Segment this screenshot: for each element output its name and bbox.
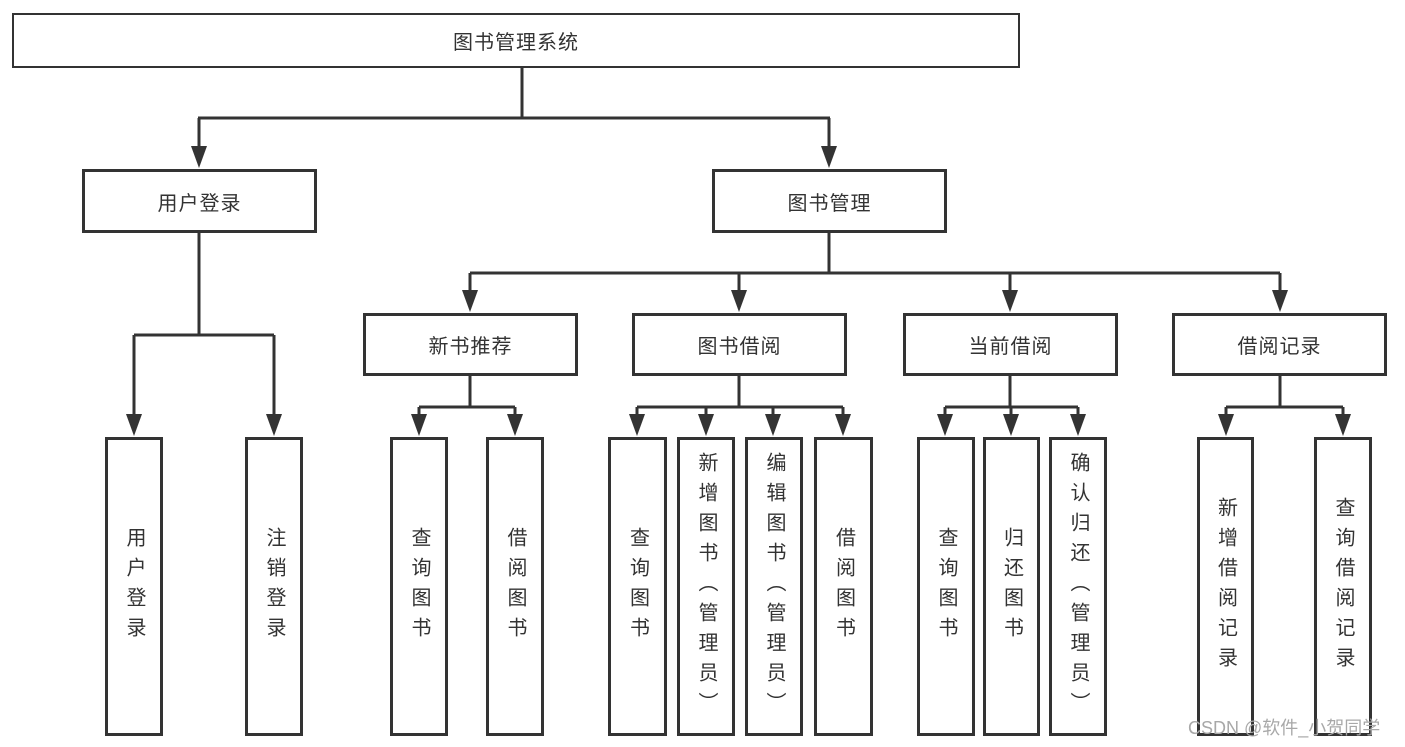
leaf-bb-add-book-admin: 新增图书（管理员） [677,437,735,736]
leaf-user-login: 用户登录 [105,437,163,736]
leaf-bb-edit-book-admin-label: 编辑图书（管理员） [763,451,785,722]
leaf-nb-query-book-label: 查询图书 [408,526,430,647]
leaf-logout: 注销登录 [245,437,303,736]
leaf-logout-label: 注销登录 [263,526,285,647]
leaf-cb-confirm-return-admin-label: 确认归还（管理员） [1067,451,1089,722]
node-library-management-system: 图书管理系统 [12,13,1020,68]
leaf-br-query-borrow-record: 查询借阅记录 [1314,437,1372,736]
leaf-br-add-borrow-record-label: 新增借阅记录 [1214,496,1237,677]
leaf-bb-borrow-book-label: 借阅图书 [832,526,855,647]
leaf-nb-borrow-book: 借阅图书 [486,437,544,736]
leaf-cb-query-book-label: 查询图书 [935,526,957,647]
watermark: CSDN @软件_小贺同学 [1188,718,1381,738]
leaf-cb-confirm-return-admin: 确认归还（管理员） [1049,437,1107,736]
leaf-br-query-borrow-record-label: 查询借阅记录 [1332,496,1354,677]
arrowheads [126,146,1351,436]
node-book-borrow: 图书借阅 [632,313,847,376]
node-current-borrow: 当前借阅 [903,313,1118,376]
leaf-cb-return-book-label: 归还图书 [1000,526,1023,647]
node-new-book-recommend: 新书推荐 [363,313,578,376]
node-book-management: 图书管理 [712,169,947,233]
leaf-bb-borrow-book: 借阅图书 [814,437,873,736]
leaf-nb-query-book: 查询图书 [390,437,448,736]
leaf-bb-query-book: 查询图书 [608,437,667,736]
leaf-cb-query-book: 查询图书 [917,437,975,736]
leaf-nb-borrow-book-label: 借阅图书 [504,526,526,647]
leaf-bb-query-book-label: 查询图书 [626,526,649,647]
leaf-user-login-label: 用户登录 [123,526,145,647]
leaf-bb-add-book-admin-label: 新增图书（管理员） [695,451,717,722]
leaf-bb-edit-book-admin: 编辑图书（管理员） [745,437,803,736]
node-borrow-records: 借阅记录 [1172,313,1387,376]
leaf-br-add-borrow-record: 新增借阅记录 [1197,437,1254,736]
leaf-cb-return-book: 归还图书 [983,437,1040,736]
node-user-login: 用户登录 [82,169,317,233]
